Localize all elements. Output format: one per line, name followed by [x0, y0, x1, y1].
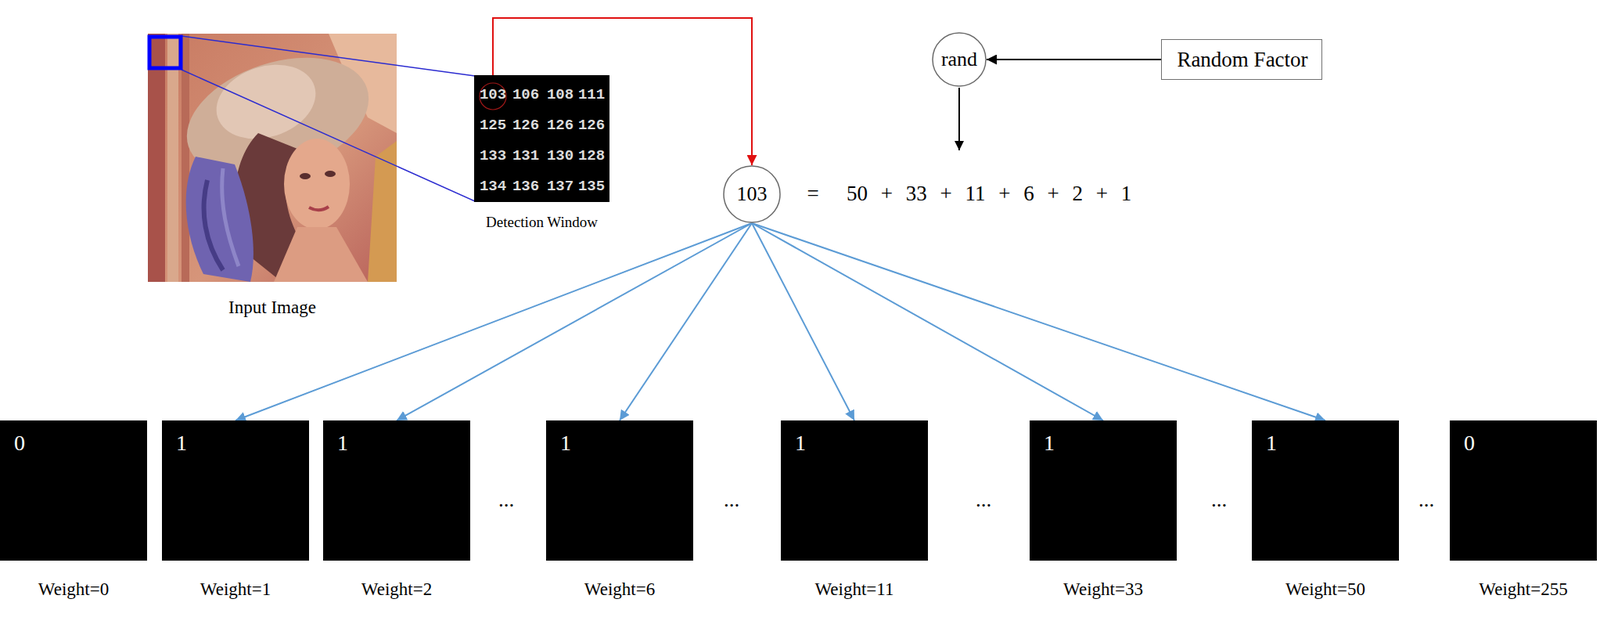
photo-face [284, 138, 350, 230]
circle-shape [723, 165, 781, 223]
detection-window: 1031061081111251261261261331311301281341… [474, 75, 610, 202]
random-factor-arrow [986, 58, 1162, 61]
weight-label: Weight=6 [522, 578, 717, 599]
detection-square [149, 36, 181, 69]
pixel-value: 108 [542, 86, 578, 104]
weight-sum: 50 + 33 + 11 + 6 + 2 + 1 [846, 182, 1132, 206]
image-caption: Input Image [147, 297, 397, 317]
bit-arrow [619, 222, 752, 421]
pixel-value: 134 [475, 178, 511, 195]
weight-label: Weight=2 [299, 578, 494, 599]
pixel-circle: 103 [722, 165, 781, 223]
photo-eye [299, 172, 311, 180]
circle-shape [932, 32, 986, 87]
pixel-value: 131 [508, 147, 543, 165]
weight-label: Weight=50 [1228, 578, 1423, 599]
bit-value: 0 [14, 431, 26, 456]
photo-shoulder [273, 226, 368, 282]
bit-value: 1 [794, 431, 806, 456]
weight-label: Weight=255 [1426, 578, 1600, 599]
bit-plane: 0Weight=255 [1449, 420, 1597, 561]
photo-stripe [167, 33, 179, 282]
bit-value: 1 [1043, 431, 1055, 456]
bit-plane: 1Weight=33 [1029, 420, 1177, 561]
window-caption: Detection Window [442, 214, 641, 231]
equals-sign: = [806, 182, 819, 206]
weight-label: Weight=1 [138, 578, 333, 599]
pixel-value: 111 [574, 86, 609, 104]
photo-stripe [147, 33, 166, 282]
pixel-value: 126 [542, 117, 578, 134]
photo-background-yellow [367, 140, 397, 282]
bit-plane: 1Weight=2 [323, 420, 471, 561]
weight-label: Weight=11 [757, 578, 952, 599]
photo-eye [324, 170, 336, 177]
bit-arrow [235, 222, 752, 421]
pixel-value: 136 [508, 178, 543, 195]
pixel-value: 135 [574, 178, 609, 195]
circle-label: 103 [722, 165, 781, 223]
pixel-value: 133 [475, 147, 511, 165]
ellipsis: ... [1211, 488, 1227, 512]
bit-value: 1 [1265, 431, 1277, 456]
bit-plane: 1Weight=6 [546, 420, 694, 561]
photo-feather-line [222, 168, 239, 267]
bit-plane: 1Weight=50 [1251, 420, 1399, 561]
pixel-value: 126 [508, 117, 543, 134]
bit-plane: 0Weight=0 [0, 420, 148, 561]
zoom-line [181, 35, 475, 76]
bit-plane: 1Weight=11 [780, 420, 928, 561]
bit-arrow [751, 222, 1104, 421]
bit-arrow [751, 222, 1326, 421]
bit-value: 1 [337, 431, 349, 456]
ellipsis: ... [498, 488, 515, 512]
bit-value: 1 [560, 431, 572, 456]
photo-feather-line [204, 179, 223, 270]
circle-label: rand [931, 32, 987, 87]
zoom-line [181, 69, 475, 202]
pixel-value: 126 [574, 117, 609, 134]
ellipsis: ... [723, 488, 740, 512]
random-circle: rand [931, 32, 987, 87]
bit-arrow [751, 222, 855, 421]
pixel-value: 128 [574, 147, 609, 165]
box-label: Random Factor [1161, 39, 1324, 81]
photo-mouth [309, 206, 329, 210]
pixel-value: 137 [542, 178, 578, 195]
bit-arrow [396, 222, 752, 421]
ellipsis: ... [1418, 488, 1435, 512]
ellipsis: ... [975, 488, 992, 512]
input-image: Input Image [147, 33, 397, 282]
bit-plane: 1Weight=1 [161, 420, 310, 561]
random-factor-box: Random Factor [1161, 39, 1323, 80]
pixel-value: 125 [475, 117, 511, 134]
pixel-value: 103 [475, 86, 511, 104]
pixel-value: 130 [542, 147, 578, 165]
weight-label: Weight=0 [0, 578, 171, 599]
photo-feathers [186, 156, 254, 282]
random-arrow [958, 87, 960, 151]
pixel-value: 106 [508, 86, 543, 104]
weight-label: Weight=33 [1006, 578, 1201, 599]
bit-value: 0 [1463, 431, 1475, 456]
bit-value: 1 [176, 431, 187, 456]
